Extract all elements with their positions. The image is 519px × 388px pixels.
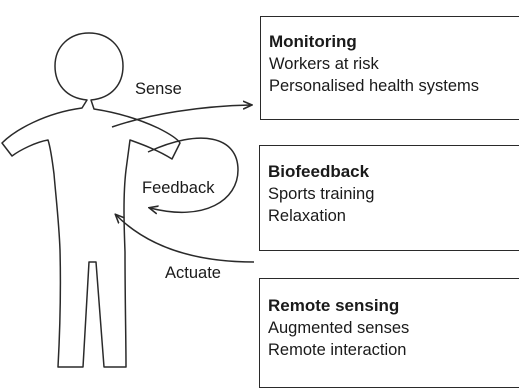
sense-label: Sense [135,80,182,98]
monitoring-item: Personalised health systems [269,77,480,95]
actuate-label: Actuate [165,264,221,282]
biofeedback-title: Biofeedback [268,162,370,181]
monitoring-box: Monitoring Workers at risk Personalised … [260,16,519,120]
biofeedback-box: Biofeedback Sports training Relaxation [259,145,519,251]
biofeedback-item: Sports training [268,185,375,203]
biofeedback-item: Relaxation [268,207,346,225]
monitoring-item: Workers at risk [269,55,379,73]
remote-sensing-item: Augmented senses [268,319,410,337]
remote-sensing-box: Remote sensing Augmented senses Remote i… [259,278,519,388]
remote-sensing-item: Remote interaction [268,341,407,359]
feedback-label: Feedback [142,179,215,197]
actuate-arrow [116,215,255,263]
monitoring-title: Monitoring [269,32,357,51]
diagram-canvas [1,32,255,368]
feedback-arrow [148,137,239,212]
remote-sensing-title: Remote sensing [268,296,400,315]
sense-arrow [111,105,251,128]
